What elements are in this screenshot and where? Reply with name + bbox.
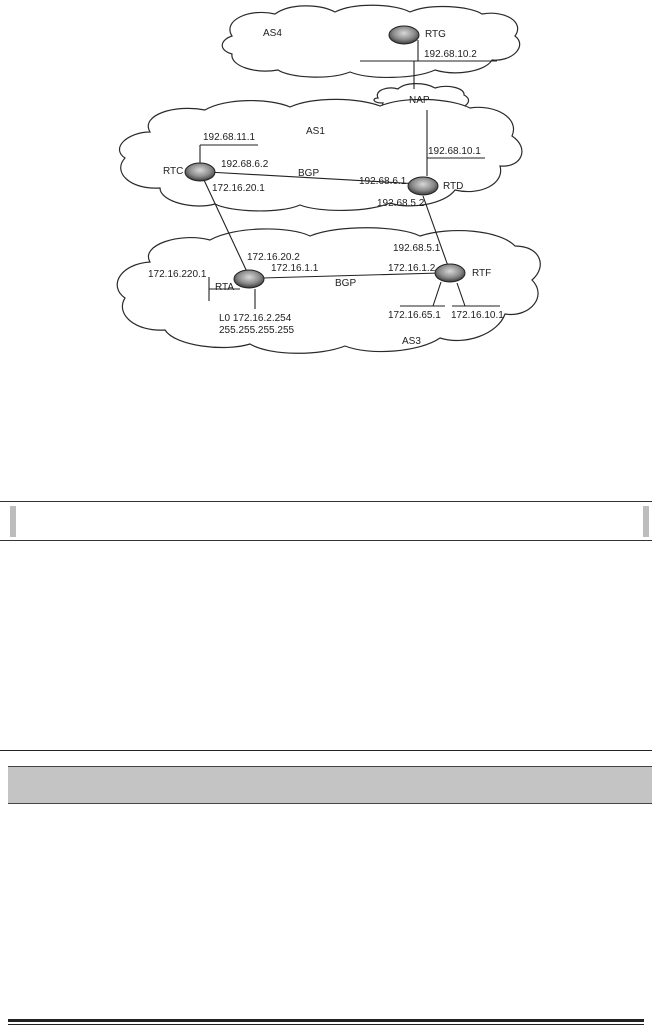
address-label: 172.16.220.1 xyxy=(148,269,207,280)
cloud-as4 xyxy=(221,4,521,78)
section-header-band xyxy=(0,501,652,541)
router-rtc-icon xyxy=(184,162,216,182)
router-rta-icon xyxy=(233,269,265,289)
divider-line xyxy=(0,750,652,751)
address-label: 192.68.10.2 xyxy=(424,49,477,60)
cloud-label-as4: AS4 xyxy=(263,28,282,39)
address-label: 172.16.65.1 xyxy=(388,310,441,321)
address-label: 172.16.20.2 xyxy=(247,252,300,263)
router-label-rtf: RTF xyxy=(472,268,491,279)
address-label: 172.16.1.1 xyxy=(271,263,319,274)
cloud-label-nap: NAP xyxy=(409,95,430,106)
link-label-bgp: BGP xyxy=(335,278,356,289)
address-label: 192.68.5.2 xyxy=(377,198,425,209)
router-label-rtg: RTG xyxy=(425,29,446,40)
cloud-label-as1: AS1 xyxy=(306,126,325,137)
address-label: 172.16.10.1 xyxy=(451,310,504,321)
divider-line xyxy=(8,1019,644,1022)
router-rtf-icon xyxy=(434,263,466,283)
address-label: 192.68.5.1 xyxy=(393,243,441,254)
router-rtd-icon xyxy=(407,176,439,196)
band-left-cap xyxy=(10,506,16,537)
divider-line xyxy=(8,1024,644,1025)
network-topology-diagram: AS4 NAP AS1 AS3 RTG RTC RTD RTA RTF 192.… xyxy=(116,4,541,354)
address-label: 192.68.6.2 xyxy=(221,159,269,170)
router-rtg-icon xyxy=(388,25,420,45)
address-label: 192.68.11.1 xyxy=(203,132,256,143)
section-header-band xyxy=(8,766,652,804)
address-label: 172.16.1.2 xyxy=(388,263,436,274)
address-label: 192.68.10.1 xyxy=(428,146,481,157)
link-label-bgp: BGP xyxy=(298,168,319,179)
band-right-cap xyxy=(643,506,649,537)
address-label: L0 172.16.2.254 xyxy=(219,313,292,324)
address-label: 192.68.6.1 xyxy=(359,176,407,187)
router-label-rtd: RTD xyxy=(443,181,463,192)
router-label-rtc: RTC xyxy=(163,166,183,177)
cloud-as3 xyxy=(116,227,541,354)
router-label-rta: RTA xyxy=(215,282,234,293)
address-label: 255.255.255.255 xyxy=(219,325,295,336)
cloud-label-as3: AS3 xyxy=(402,336,421,347)
address-label: 172.16.20.1 xyxy=(212,183,265,194)
